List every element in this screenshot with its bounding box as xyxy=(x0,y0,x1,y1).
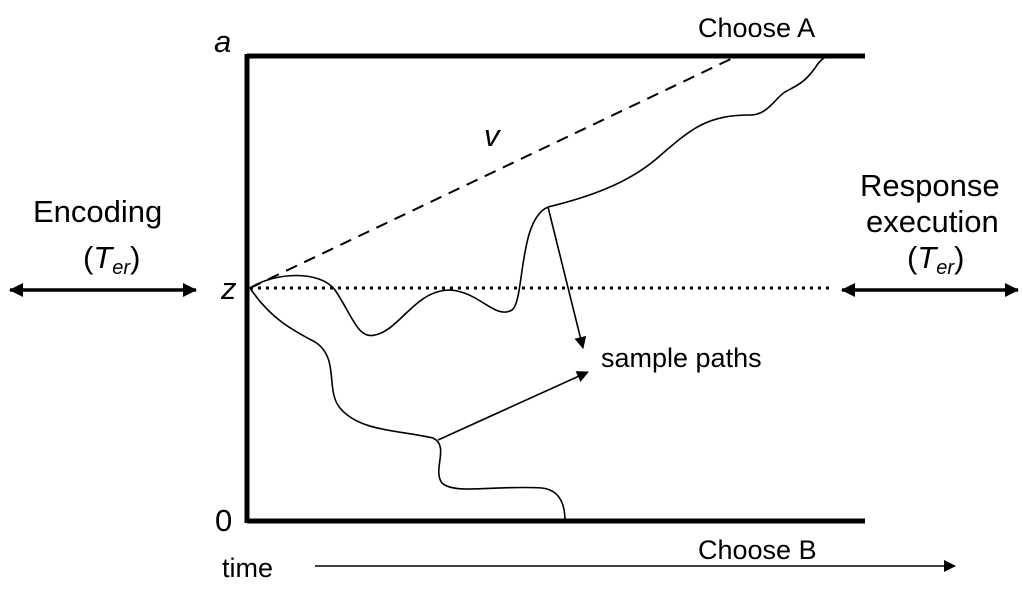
choose-b-label: Choose B xyxy=(698,535,817,565)
starting-point-label: z xyxy=(220,271,237,306)
response-open-paren: ( xyxy=(907,240,918,275)
encoding-title: Encoding xyxy=(33,194,162,229)
encoding-close-paren: ) xyxy=(130,240,140,275)
upper-bound-label: a xyxy=(214,24,231,59)
drift-rate-label: v xyxy=(484,118,501,153)
encoding-subscript: er xyxy=(112,257,131,279)
response-close-paren: ) xyxy=(954,240,964,275)
encoding-symbol: T xyxy=(93,240,114,275)
response-symbol: T xyxy=(917,240,938,275)
sample-paths-arrow-lower xyxy=(437,371,589,441)
encoding-open-paren: ( xyxy=(83,240,94,275)
lower-bound-label: 0 xyxy=(215,503,232,538)
encoding-time-label: (Ter) xyxy=(83,240,140,279)
response-title-line2: execution xyxy=(866,204,999,239)
sample-path-lower xyxy=(249,287,566,522)
response-time-label: (Ter) xyxy=(907,240,964,279)
response-title-line1: Response xyxy=(860,168,1000,203)
sample-path-upper xyxy=(249,55,829,337)
drift-rate-line xyxy=(249,56,736,289)
sample-paths-label: sample paths xyxy=(601,343,762,373)
response-subscript: er xyxy=(936,257,955,279)
sample-paths-arrow-upper xyxy=(547,206,587,349)
time-label: time xyxy=(222,553,273,583)
choose-a-label: Choose A xyxy=(698,13,815,43)
